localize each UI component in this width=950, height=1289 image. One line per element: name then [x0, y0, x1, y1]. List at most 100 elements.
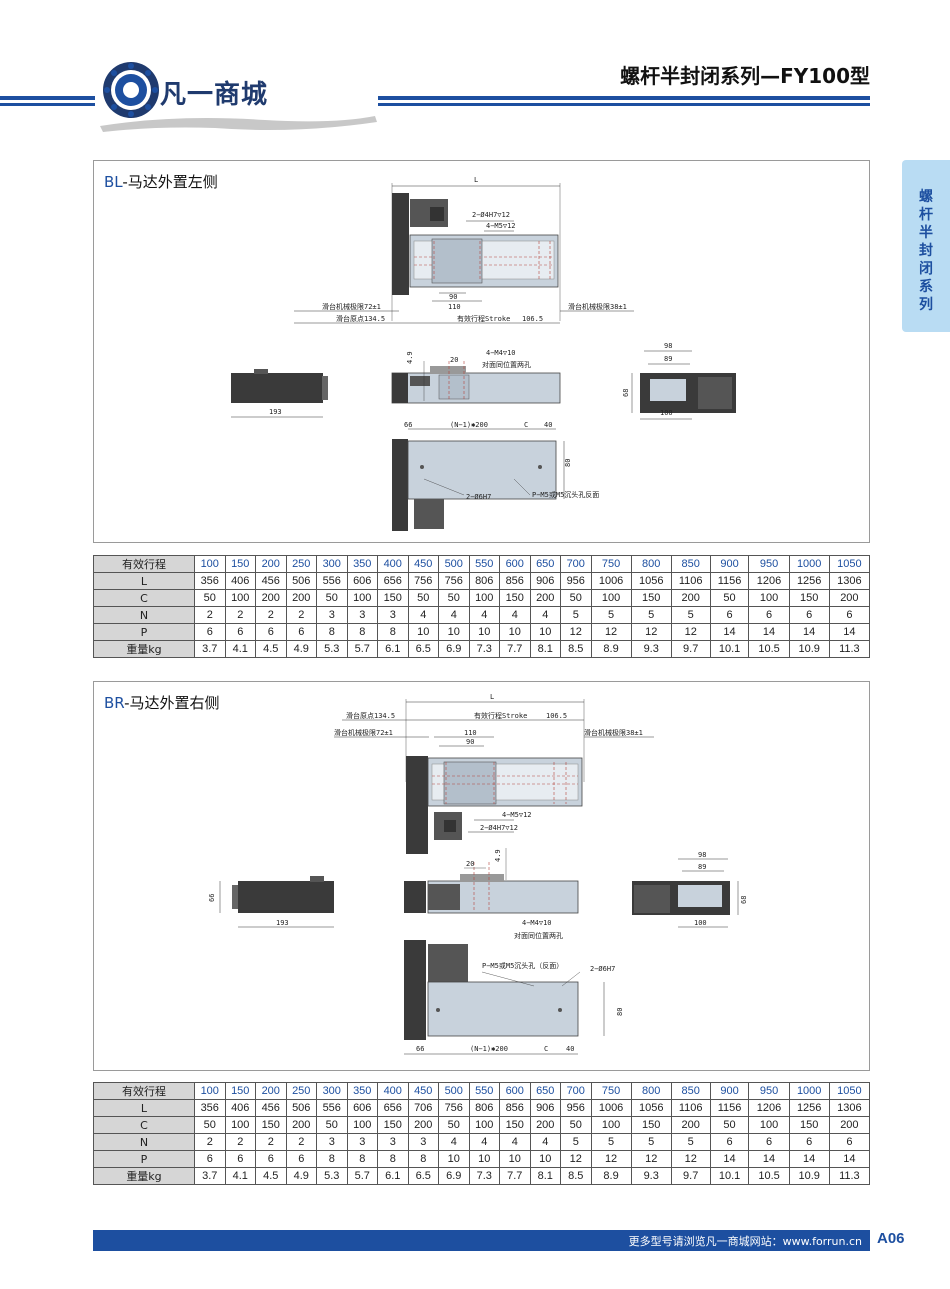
- table-cell: 200: [255, 589, 287, 607]
- table-cell: 5: [590, 606, 632, 624]
- table-cell: 606: [346, 1099, 378, 1117]
- table-cell: 700: [560, 1082, 592, 1100]
- table-cell: 200: [285, 589, 317, 607]
- header-rule-right-thin: [378, 103, 870, 106]
- table-cell: 606: [346, 572, 378, 590]
- table-cell: 4: [499, 606, 531, 624]
- table-cell: 9.7: [670, 1167, 711, 1185]
- table-cell: 2: [255, 1133, 287, 1151]
- table-cell: 3: [316, 1133, 348, 1151]
- table-cell: 8.5: [560, 640, 592, 658]
- table-cell: 6: [255, 1150, 287, 1168]
- table-cell: 10: [499, 623, 531, 641]
- table-cell: 10: [499, 1150, 531, 1168]
- table-cell: 100: [224, 1116, 256, 1134]
- table-cell: 600: [499, 1082, 531, 1100]
- br-limit-right: 滑台机械极限38±1: [584, 728, 643, 737]
- table-cell: 906: [529, 572, 561, 590]
- table-cell: 50: [316, 589, 348, 607]
- table-cell: 12: [630, 623, 672, 641]
- table-cell: 9.3: [630, 1167, 672, 1185]
- table-cell: 1006: [590, 1099, 632, 1117]
- table-cell: 14: [748, 623, 790, 641]
- row-header: N: [93, 1133, 195, 1151]
- table-cell: 3: [316, 606, 348, 624]
- table-cell: 456: [255, 572, 287, 590]
- table-cell: 6: [224, 1150, 256, 1168]
- table-cell: 10.1: [709, 1167, 750, 1185]
- br-dim-193: 193: [276, 919, 289, 927]
- table-cell: 50: [438, 1116, 470, 1134]
- br-hole-spec-2: 4−M5▽12: [502, 811, 532, 819]
- table-cell: 200: [529, 589, 561, 607]
- br-dim-90: 90: [466, 738, 474, 746]
- table-cell: 356: [194, 572, 226, 590]
- br-dim-89: 89: [698, 863, 706, 871]
- bl-dim-66: 66: [404, 421, 412, 429]
- table-cell: 12: [670, 1150, 711, 1168]
- row-header: P: [93, 1150, 195, 1168]
- bl-top-view: [294, 183, 634, 324]
- br-code: BR: [104, 694, 125, 712]
- table-cell: 14: [709, 1150, 750, 1168]
- table-cell: 450: [407, 555, 439, 573]
- table-cell: 450: [407, 1082, 439, 1100]
- table-cell: 6: [748, 606, 790, 624]
- table-cell: 100: [590, 1116, 632, 1134]
- table-cell: 100: [468, 589, 500, 607]
- bl-code: BL: [104, 173, 123, 191]
- table-cell: 3.7: [194, 640, 226, 658]
- table-cell: 5: [560, 1133, 592, 1151]
- row-header: 有效行程: [93, 555, 195, 573]
- row-header: 有效行程: [93, 1082, 195, 1100]
- table-cell: 12: [590, 623, 632, 641]
- table-cell: 356: [194, 1099, 226, 1117]
- table-cell: 4: [499, 1133, 531, 1151]
- table-cell: 5: [630, 1133, 672, 1151]
- br-dim-c: C: [544, 1045, 548, 1053]
- table-cell: 956: [560, 1099, 592, 1117]
- br-dim-100: 100: [694, 919, 707, 927]
- table-cell: 100: [468, 1116, 500, 1134]
- table-cell: 900: [709, 1082, 750, 1100]
- table-cell: 4.5: [255, 640, 287, 658]
- br-m4-spec: 4−M4▽10: [522, 919, 552, 927]
- table-cell: 4.1: [224, 640, 256, 658]
- table-cell: 10: [407, 623, 439, 641]
- table-cell: 4.9: [285, 640, 317, 658]
- table-cell: 1106: [670, 1099, 711, 1117]
- table-cell: 500: [438, 555, 470, 573]
- bl-panel-title: BL-马达外置左侧: [104, 171, 218, 192]
- page-number: A06: [877, 1230, 905, 1247]
- table-cell: 2: [224, 606, 256, 624]
- table-cell: 200: [670, 1116, 711, 1134]
- br-top-view: [334, 699, 654, 854]
- table-cell: 956: [560, 572, 592, 590]
- br-limit-left: 滑台机械极限72±1: [334, 728, 393, 737]
- table-cell: 150: [224, 555, 256, 573]
- table-cell: 5.3: [316, 640, 348, 658]
- footer-website-text[interactable]: 更多型号请浏览凡一商城网站：www.forrun.cn: [628, 1235, 862, 1248]
- table-cell: 250: [285, 1082, 317, 1100]
- table-cell: 6: [709, 606, 750, 624]
- table-cell: 10.1: [709, 640, 750, 658]
- table-cell: 150: [499, 1116, 531, 1134]
- table-cell: 650: [529, 1082, 561, 1100]
- br-bottom-view: [404, 940, 605, 1055]
- br-dim-20: 20: [466, 860, 474, 868]
- table-cell: 5: [590, 1133, 632, 1151]
- table-cell: 856: [499, 1099, 531, 1117]
- table-cell: 506: [285, 1099, 317, 1117]
- bl-dim-98: 98: [664, 342, 672, 350]
- table-cell: 700: [560, 555, 592, 573]
- table-cell: 856: [499, 572, 531, 590]
- bl-limit-right: 滑台机械极限38±1: [568, 302, 627, 311]
- table-cell: 4.5: [255, 1167, 287, 1185]
- br-technical-drawing: L 滑台原点134.5 有效行程Stroke 106.5 滑台机械极限72±1 …: [208, 693, 748, 1055]
- table-cell: 6: [194, 1150, 226, 1168]
- bl-m4-spec: 4−M4▽10: [486, 349, 516, 357]
- table-cell: 900: [709, 555, 750, 573]
- table-cell: 6: [788, 1133, 830, 1151]
